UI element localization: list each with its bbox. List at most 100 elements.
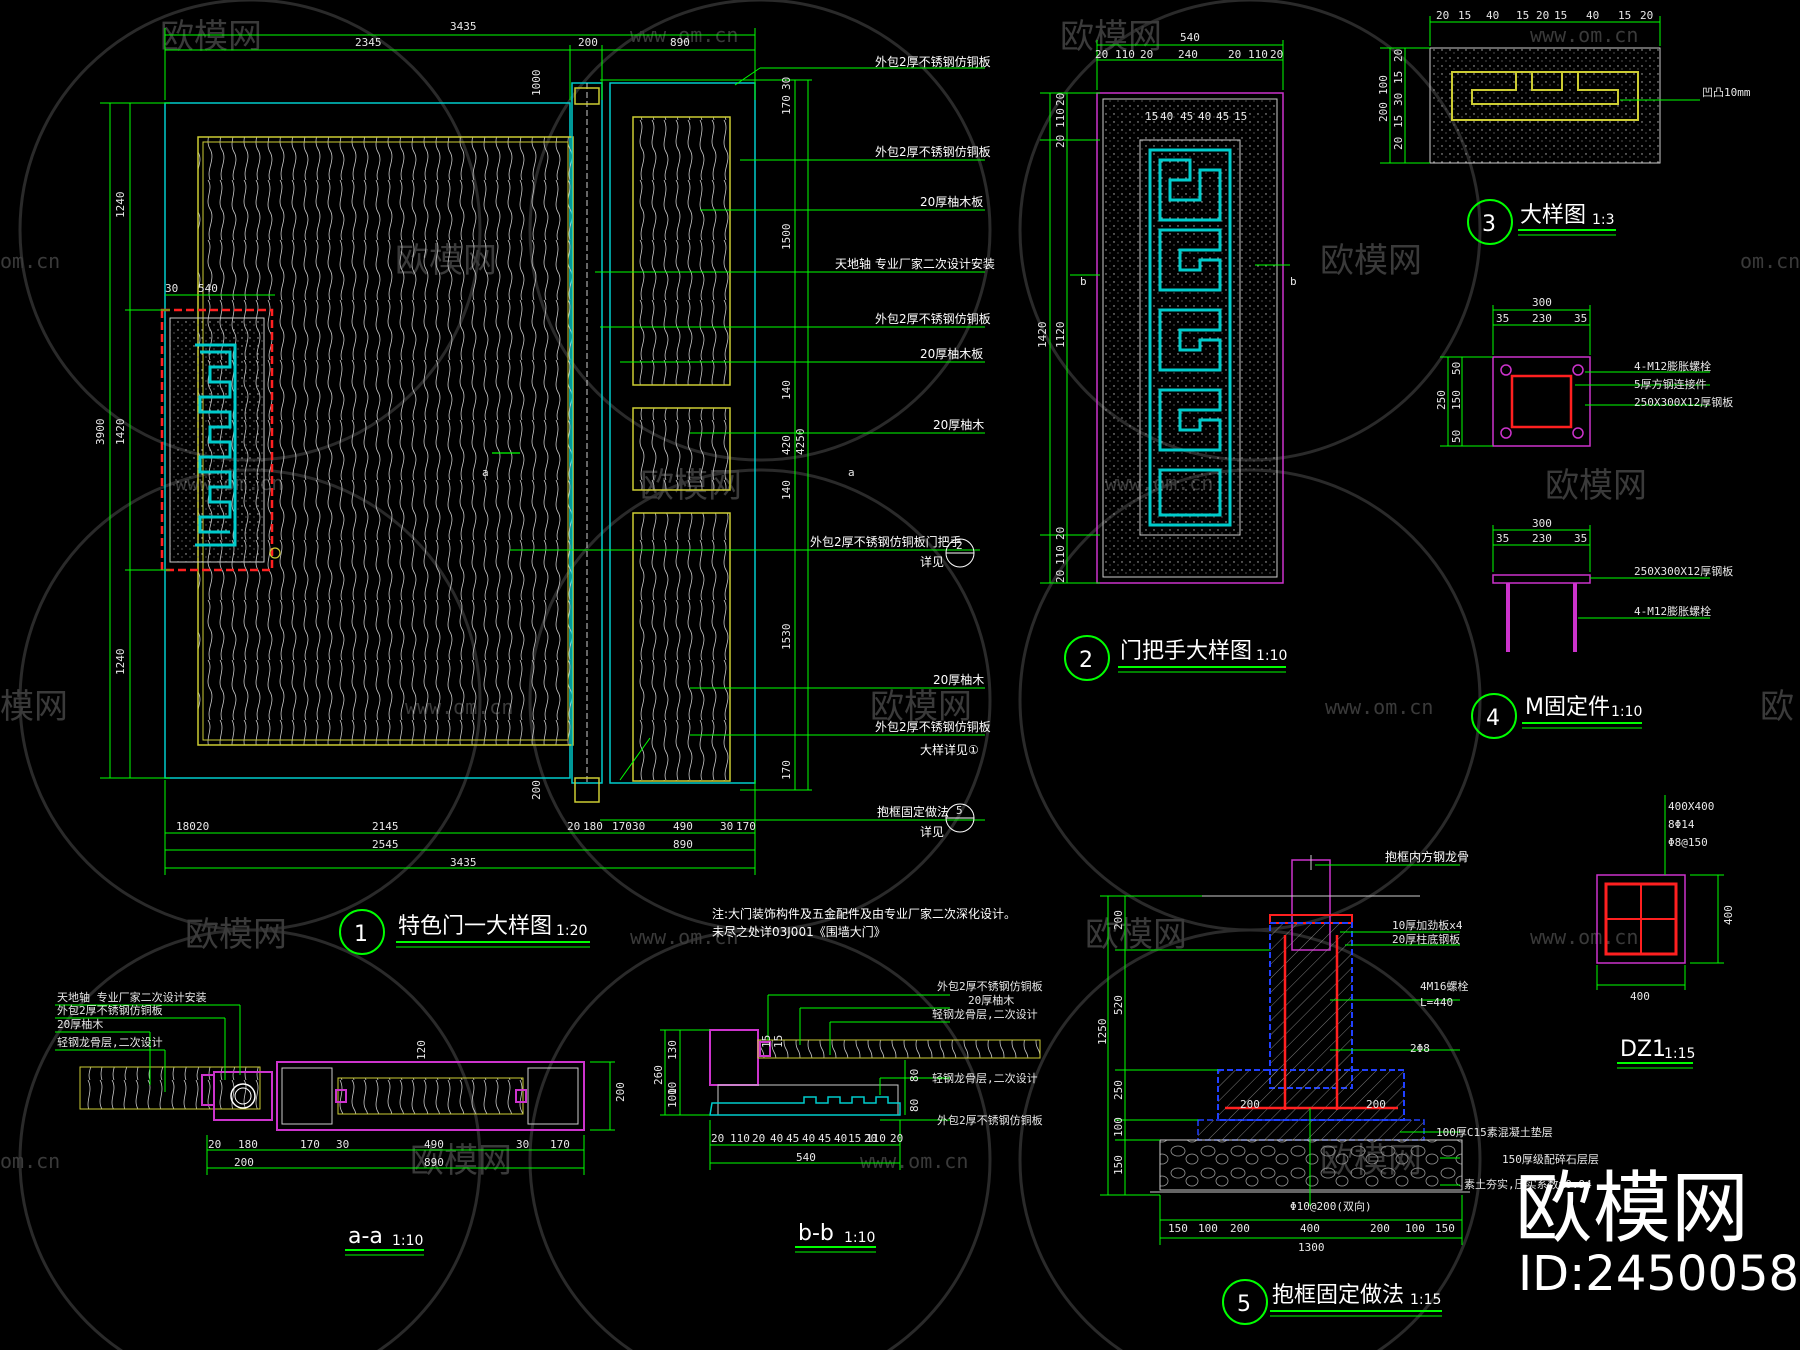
svg-text:540: 540 [198, 282, 218, 295]
label: 20厚柚木 [968, 993, 1014, 1007]
watermark-url: www.om.cn [630, 925, 738, 949]
svg-text:2345: 2345 [355, 36, 382, 49]
watermark-text: 欧模网 [1320, 241, 1422, 281]
svg-text:120: 120 [415, 1040, 428, 1060]
svg-text:20: 20 [1140, 48, 1153, 61]
label: 20厚柱底钢板 [1392, 932, 1460, 946]
label: 抱框固定做法 [877, 804, 949, 819]
label: 4-M12膨胀螺栓 [1634, 604, 1711, 618]
svg-text:1120: 1120 [1054, 322, 1067, 349]
svg-text:1420: 1420 [1036, 322, 1049, 349]
svg-text:140: 140 [780, 480, 793, 500]
svg-text:3900: 3900 [94, 419, 107, 446]
svg-text:20: 20 [752, 1132, 765, 1145]
svg-text:200: 200 [614, 1082, 627, 1102]
brand-name: 欧模网 [1515, 1164, 1749, 1254]
svg-text:40: 40 [1486, 9, 1499, 22]
side-panel-bottom [632, 512, 731, 782]
steel-plate-plan [1492, 356, 1591, 447]
label: 抱框内方钢龙骨 [1385, 849, 1469, 864]
svg-text:20: 20 [1392, 137, 1405, 150]
svg-text:240: 240 [1178, 48, 1198, 61]
label: 10厚加劲板x4 [1392, 918, 1463, 932]
svg-text:200: 200 [1377, 102, 1390, 122]
label: 轻钢龙骨层,二次设计 [932, 1007, 1038, 1021]
drawing-title: 抱框固定做法 [1272, 1283, 1404, 1308]
section-b-b: 外包2厚不锈钢仿铜板 20厚柚木 轻钢龙骨层,二次设计 轻钢龙骨层,二次设计 外… [652, 979, 1043, 1253]
svg-text:20: 20 [864, 1132, 877, 1145]
svg-text:20: 20 [1054, 135, 1067, 148]
watermark-text: 模网 [0, 687, 68, 727]
svg-text:15: 15 [1145, 110, 1158, 123]
svg-text:10: 10 [666, 1082, 679, 1095]
svg-text:15: 15 [1554, 9, 1567, 22]
door-handle [169, 317, 265, 563]
svg-text:15: 15 [1234, 110, 1247, 123]
watermark-url: om.cn [0, 1149, 60, 1173]
label: 天地轴 专业厂家二次设计安装 [835, 256, 995, 271]
drawing-title: b-b [798, 1221, 834, 1246]
label: 详见 [920, 554, 944, 569]
svg-text:2145: 2145 [372, 820, 399, 833]
svg-text:890: 890 [424, 1156, 444, 1169]
section-mark-a: a [482, 466, 489, 479]
drawing-title: 大样图 [1520, 203, 1586, 228]
detail-callout: 2 [956, 539, 963, 552]
watermark-url: om.cn [1740, 249, 1800, 273]
general-note: 注:大门装饰构件及五金配件及由专业厂家二次深化设计。 [712, 906, 1016, 921]
label: 100厚C15素混凝土垫层 [1436, 1125, 1553, 1139]
svg-text:300: 300 [1532, 296, 1552, 309]
drawing-title: 门把手大样图 [1120, 639, 1252, 664]
svg-text:540: 540 [1180, 31, 1200, 44]
svg-text:15: 15 [848, 1132, 861, 1145]
label: 详见 [920, 824, 944, 839]
label: 外包2厚不锈钢仿铜板 [937, 979, 1043, 993]
svg-text:400: 400 [1630, 990, 1650, 1003]
drawing-5-foundation-section: 抱框内方钢龙骨 10厚加劲板x4 20厚柱底钢板 4M16螺栓 L=440 2Φ… [1096, 849, 1599, 1325]
label: 20厚柚木板 [920, 346, 983, 361]
svg-text:15: 15 [1392, 71, 1405, 84]
label: 素土夯实,压实系数≥0.94 [1464, 1177, 1592, 1191]
label: 外包2厚不锈钢仿铜板 [875, 311, 991, 326]
svg-text:200: 200 [234, 1156, 254, 1169]
watermark-url: www.om.cn [1530, 925, 1638, 949]
watermark-url: www.om.cn [1530, 23, 1638, 47]
svg-text:20: 20 [711, 1132, 724, 1145]
svg-text:50: 50 [1450, 362, 1463, 375]
svg-text:110: 110 [1248, 48, 1268, 61]
drawing-number-circle [339, 909, 385, 955]
svg-text:30: 30 [336, 1138, 349, 1151]
svg-text:200: 200 [1240, 1098, 1260, 1111]
door-handle-highlight [160, 308, 274, 572]
svg-text:40: 40 [770, 1132, 783, 1145]
label: 外包2厚不锈钢仿铜板 [875, 54, 991, 69]
label: 20厚柚木 [933, 672, 984, 687]
label: 20厚柚木板 [920, 194, 983, 209]
svg-text:45: 45 [1216, 110, 1229, 123]
svg-text:20: 20 [1095, 48, 1108, 61]
svg-text:250: 250 [1435, 390, 1448, 410]
label: 20厚柚木 [57, 1017, 103, 1031]
drawing-2-handle-detail: 540 20 110 20 240 20 110 20 15 40 45 40 … [1036, 31, 1297, 681]
svg-text:170: 170 [550, 1138, 570, 1151]
brand-id: ID:2450058 [1518, 1246, 1799, 1302]
svg-text:200: 200 [1112, 910, 1125, 930]
drawing-scale: 1:15 [1664, 1046, 1695, 1062]
svg-text:180: 180 [238, 1138, 258, 1151]
svg-text:15: 15 [1392, 115, 1405, 128]
svg-text:30: 30 [632, 820, 645, 833]
profile-stone [1429, 47, 1661, 164]
svg-text:35: 35 [1574, 532, 1587, 545]
watermark-text: 欧模网 [160, 17, 262, 57]
section-mark-a: a [848, 466, 855, 479]
svg-text:110: 110 [1054, 108, 1067, 128]
svg-text:300: 300 [1532, 517, 1552, 530]
svg-text:230: 230 [1532, 312, 1552, 325]
section-mark-b: b [1080, 275, 1087, 288]
svg-text:30: 30 [516, 1138, 529, 1151]
watermark-text: 欧模网 [1545, 466, 1647, 506]
watermark-text: 欧模网 [185, 915, 287, 955]
drawing-4-fixing-plate: 300 35 230 35 50 150 50 250 4-M12膨胀螺栓 5厚… [1435, 296, 1733, 739]
drawing-scale: 1:15 [1410, 1292, 1441, 1308]
